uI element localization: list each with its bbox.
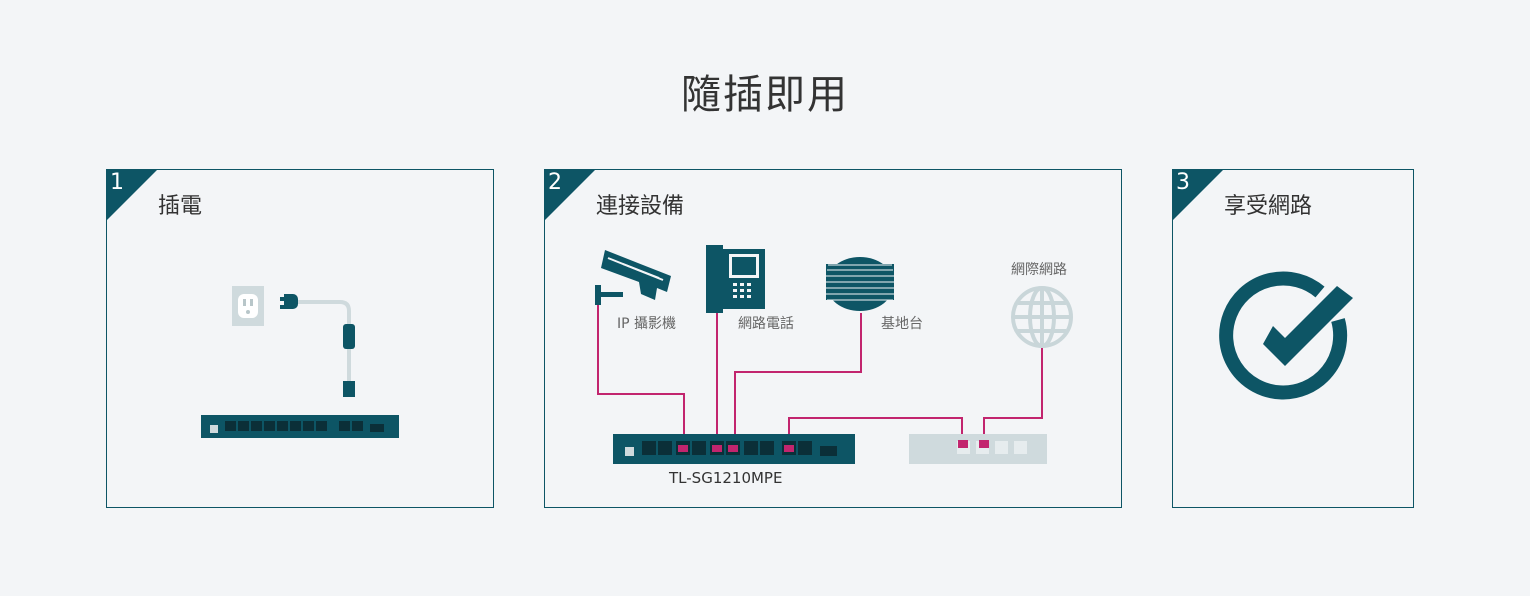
connect-illustration: IP 攝影機 網路電話 基地台 網際網路 xyxy=(595,245,1073,487)
step-corner-badge xyxy=(106,169,158,221)
switch-model-label: TL-SG1210MPE xyxy=(668,469,782,487)
router-icon xyxy=(909,434,1047,464)
step-label: 插電 xyxy=(158,194,203,219)
step-panel-connect: 2 連接設備 IP 攝影機 xyxy=(544,169,1122,508)
power-plug-icon xyxy=(280,294,355,397)
globe-icon xyxy=(1011,286,1073,348)
page-title: 隨插即用 xyxy=(681,72,849,118)
ip-phone-label: 網路電話 xyxy=(738,315,794,332)
step-label: 享受網路 xyxy=(1224,194,1313,219)
ap-label: 基地台 xyxy=(881,315,923,332)
internet-label: 網際網路 xyxy=(1011,262,1067,278)
ip-camera-icon xyxy=(595,250,671,305)
step-number: 2 xyxy=(548,170,562,195)
step-panel-enjoy: 3 享受網路 xyxy=(1172,169,1414,508)
access-point-icon xyxy=(826,257,894,311)
step-number: 1 xyxy=(110,170,124,195)
power-illustration xyxy=(201,286,399,438)
step-label: 連接設備 xyxy=(596,194,685,219)
cable-lines xyxy=(597,300,1043,440)
checkmark-icon xyxy=(1219,271,1353,400)
switch-icon xyxy=(201,415,399,438)
step-corner-badge xyxy=(544,169,596,221)
ip-camera-label: IP 攝影機 xyxy=(617,316,676,332)
switch-icon xyxy=(613,434,855,464)
outlet-icon xyxy=(232,286,264,326)
enjoy-illustration xyxy=(1219,271,1353,400)
step-corner-badge xyxy=(1172,169,1224,221)
ip-phone-icon xyxy=(706,245,765,313)
step-panel-power: 1 插電 xyxy=(106,169,494,508)
step-number: 3 xyxy=(1176,170,1190,195)
